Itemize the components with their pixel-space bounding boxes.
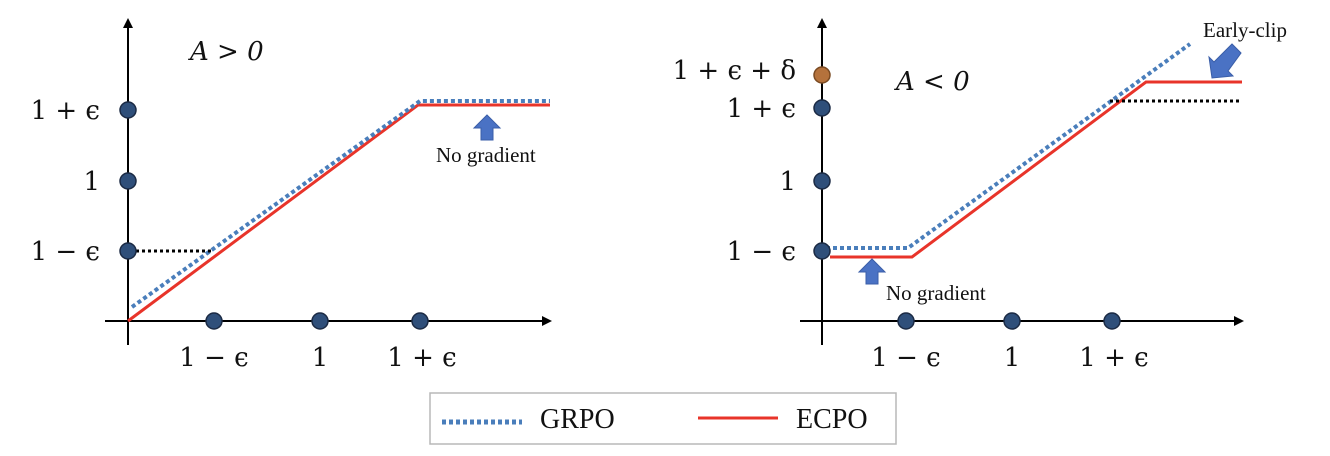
right-x-dot-2	[1003, 312, 1021, 330]
left-y-label-1: 1 + ϵ	[31, 96, 100, 126]
right-y-dot-3	[813, 242, 831, 260]
left-x-dot-1	[205, 312, 223, 330]
left-x-label-2: 1	[312, 343, 329, 373]
right-y-dot-1	[813, 99, 831, 117]
right-y-label-1: 1 + ϵ	[727, 94, 796, 124]
up-arrow-icon	[857, 258, 887, 285]
right-y-label-special: 1 + ϵ + δ	[673, 56, 796, 86]
left-x-dot-2	[311, 312, 329, 330]
legend-box	[429, 392, 897, 445]
right-annotation-early-clip: Early-clip	[1203, 18, 1287, 42]
right-panel: A < 0 1 + ϵ + δ 1 + ϵ 1 1 − ϵ 1 − ϵ 1 1 …	[673, 18, 1287, 373]
legend: GRPO ECPO	[429, 392, 897, 445]
left-y-dot-1	[119, 101, 137, 119]
right-annotation-no-gradient: No gradient	[886, 281, 986, 305]
left-y-label-3: 1 − ϵ	[31, 237, 100, 267]
right-x-label-1: 1 − ϵ	[871, 343, 940, 373]
right-y-dot-2	[813, 172, 831, 190]
left-x-dot-3	[411, 312, 429, 330]
right-grpo-line	[826, 42, 1192, 250]
left-y-label-2: 1	[83, 167, 100, 197]
right-x-label-2: 1	[1004, 343, 1021, 373]
down-left-arrow-icon	[1208, 43, 1242, 79]
up-arrow-icon	[472, 114, 502, 141]
left-x-label-1: 1 − ϵ	[179, 343, 248, 373]
left-ecpo-line	[127, 103, 550, 323]
left-panel: A > 0 1 + ϵ 1 1 − ϵ 1 − ϵ 1 1 + ϵ No gra…	[31, 18, 552, 373]
right-x-label-3: 1 + ϵ	[1079, 343, 1148, 373]
right-x-dot-3	[1103, 312, 1121, 330]
legend-grpo-label: GRPO	[540, 404, 615, 435]
right-y-label-3: 1 − ϵ	[727, 237, 796, 267]
left-annotation-no-gradient: No gradient	[436, 143, 536, 167]
right-y-dot-special	[813, 66, 831, 84]
left-panel-title: A > 0	[188, 37, 264, 67]
left-x-label-3: 1 + ϵ	[387, 343, 456, 373]
right-x-dot-1	[897, 312, 915, 330]
left-y-dot-3	[119, 242, 137, 260]
legend-ecpo-label: ECPO	[796, 404, 868, 435]
right-y-label-2: 1	[779, 167, 796, 197]
right-panel-title: A < 0	[894, 67, 970, 97]
right-ecpo-line	[830, 80, 1242, 259]
left-y-dot-2	[119, 172, 137, 190]
